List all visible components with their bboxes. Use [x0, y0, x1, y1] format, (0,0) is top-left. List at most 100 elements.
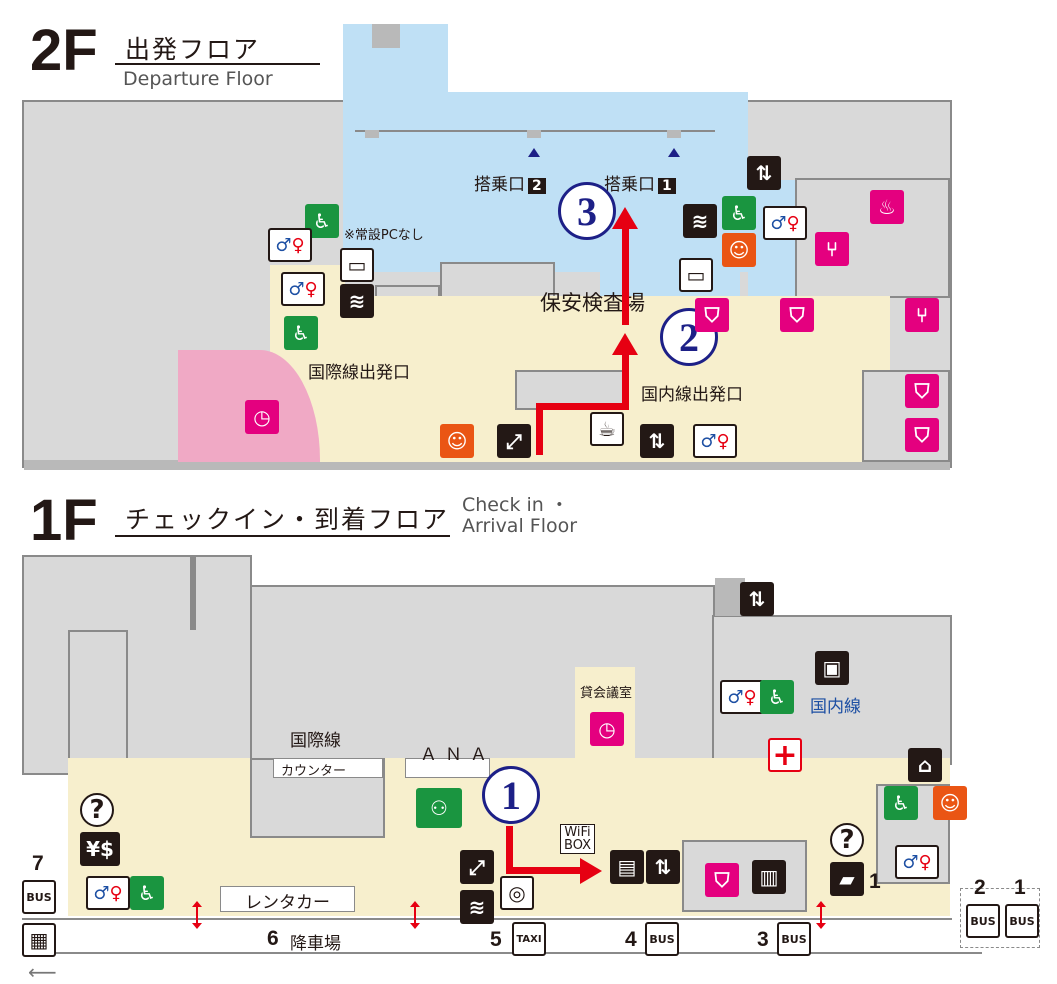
currency-exchange-icon: ¥$	[80, 832, 120, 866]
dom-departure-label: 国内線出発口	[641, 385, 743, 405]
shop-icon: ⛉	[695, 298, 729, 332]
crosswalk-arrow	[192, 901, 202, 929]
floor-1-title-ja: チェックイン・到着フロア	[125, 505, 450, 534]
elevator-icon: ⇅	[747, 156, 781, 190]
security-checkpoint-label: 保安検査場	[540, 291, 645, 315]
gate-marker-a	[365, 130, 379, 138]
floor-2-number: 2F	[30, 18, 98, 83]
photo-booth-icon: ◎	[500, 876, 534, 910]
building-1f-left	[22, 555, 252, 775]
information-icon: ?	[80, 793, 114, 827]
floor-1-title-en-2: Arrival Floor	[462, 515, 578, 537]
baby-room-icon: ☺	[440, 424, 474, 458]
crosswalk-arrow	[816, 901, 826, 929]
route-escalator-horizontal	[536, 403, 629, 410]
route-1f-vertical	[506, 826, 513, 874]
bus-icon: BUS	[966, 904, 1000, 938]
floor-2-title-ja: 出発フロア	[125, 35, 261, 64]
bus-icon: BUS	[777, 922, 811, 956]
elevator-icon: ⇅	[640, 424, 674, 458]
train-icon: ▦	[22, 923, 56, 957]
route-2-3	[622, 225, 629, 325]
restroom-icon: ♂♀	[268, 228, 312, 262]
bus-stop-7-number: 7	[32, 852, 44, 875]
ana-label: ＡＮＡ	[420, 745, 495, 765]
shop-icon: ⛉	[780, 298, 814, 332]
wheelchair-icon: ♿	[884, 786, 918, 820]
bus-icon: BUS	[22, 880, 56, 914]
floor-2-title-en: Departure Floor	[123, 68, 273, 90]
baggage-icon: ▣	[815, 651, 849, 685]
bus-stop-2-number: 2	[974, 876, 986, 899]
shop-icon: ⛉	[705, 863, 739, 897]
restroom-icon: ♂♀	[763, 206, 807, 240]
restroom-icon: ♂♀	[281, 272, 325, 306]
noodle-restaurant-icon: ♨	[870, 190, 904, 224]
floor-1-title-rule	[115, 535, 450, 537]
bus-stop-1-number: 1	[1014, 876, 1026, 899]
pc-icon: ▭	[340, 248, 374, 282]
elevator-icon: ⇅	[740, 582, 774, 616]
escalator-icon: ⤢	[497, 424, 531, 458]
gate-marker-b	[527, 130, 541, 138]
restroom-icon: ♂♀	[86, 876, 130, 910]
gate-marker-c	[667, 130, 681, 138]
stair-top	[372, 24, 400, 48]
route-escalator-vertical	[536, 403, 543, 455]
crosswalk-arrow	[410, 901, 420, 929]
floor-2-title-rule	[115, 63, 320, 65]
restroom-icon: ♂♀	[895, 845, 939, 879]
wheelchair-icon: ♿	[760, 680, 794, 714]
blue-right-area	[748, 180, 798, 300]
ana-counter	[405, 758, 490, 778]
floor-1-number: 1F	[30, 488, 98, 553]
route-1f-horizontal	[506, 867, 581, 874]
atm-icon: ▥	[752, 860, 786, 894]
info-desk-number: 1	[869, 870, 881, 893]
dropoff-number: 6	[267, 927, 279, 950]
intl-departure-label: 国際線出発口	[308, 363, 410, 383]
vending-icon: ☕	[590, 412, 624, 446]
restaurant-icon: ⑂	[905, 298, 939, 332]
elevator-icon: ⇅	[646, 850, 680, 884]
escalator-icon: ⤢	[460, 850, 494, 884]
wheelchair-icon: ♿	[305, 204, 339, 238]
restaurant-icon: ⑂	[815, 232, 849, 266]
bus-stop-4-number: 4	[625, 928, 637, 951]
wheelchair-icon: ♿	[130, 876, 164, 910]
restroom-icon: ♂♀	[693, 424, 737, 458]
stair-block-1f	[68, 630, 128, 760]
dropoff-label: 降車場	[290, 934, 341, 954]
no-pc-note: ※常設PCなし	[344, 228, 424, 243]
cloakroom-icon: ⌂	[908, 748, 942, 782]
shop-icon: ⛉	[905, 418, 939, 452]
building-1f-middle	[250, 585, 715, 765]
dropoff-road-edge	[22, 952, 982, 954]
bus-stop-3-number: 3	[757, 928, 769, 951]
route-arrow-to-3	[612, 207, 638, 229]
floor-1-title-en-1: Check in ・	[462, 494, 569, 516]
pc-icon: ▭	[679, 258, 713, 292]
step-1-marker: 1	[482, 766, 540, 824]
taxi-stop-5-number: 5	[490, 928, 502, 951]
rental-car-counter	[220, 886, 355, 912]
counter-label: カウンター	[281, 764, 347, 779]
meeting-room-icon: ◷	[590, 712, 624, 746]
baby-room-icon: ☺	[722, 233, 756, 267]
route-1-2-vertical	[622, 345, 629, 407]
bus-icon: BUS	[1005, 904, 1039, 938]
gate-2-arrow	[528, 148, 540, 157]
smoking-area-icon: ≋	[340, 284, 374, 318]
gate-1-arrow	[668, 148, 680, 157]
step-2-marker: 2	[660, 308, 718, 366]
first-aid-icon: +	[768, 738, 802, 773]
intl-line-label: 国際線	[290, 731, 341, 751]
block-1f-shop	[682, 840, 807, 912]
intl-counter	[273, 758, 383, 778]
bus-stop-1-2-area	[960, 888, 1040, 948]
smoking-area-icon: ≋	[460, 890, 494, 924]
domestic-label: 国内線	[810, 697, 861, 717]
